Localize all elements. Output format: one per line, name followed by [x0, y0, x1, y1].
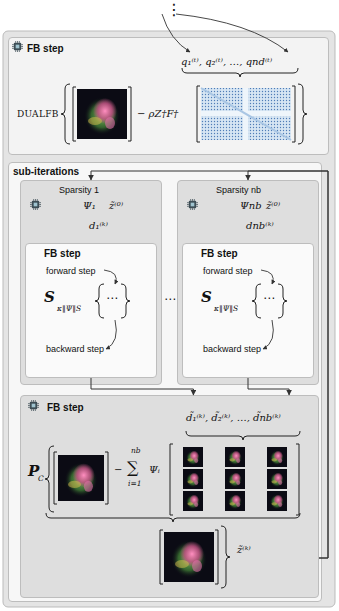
node-text: q₁⁽ᵗ⁾, q₂⁽ᵗ⁾, …, qnd⁽ᵗ⁾ [181, 56, 272, 67]
flow-connector [248, 171, 328, 558]
node-text: FB step [27, 43, 64, 54]
processor-icon [12, 41, 198, 411]
node-text: Sparsity nb [216, 185, 261, 195]
sparsity-box: Sparsity 1 Ψ₁ z̃⁽⁰⁾d₁⁽ᵏ⁾ FB step forward ste… [20, 180, 162, 385]
node-text: Ψnb [240, 200, 262, 211]
brackets [45, 68, 307, 588]
fb-step-box: FB step forward stepSκ‖Ψ‖S ⋯ backward step [182, 243, 314, 378]
sparsity-box: Sparsity nb Ψnb z̃⁽⁰⁾ dnb⁽ᵏ⁾ FB step forward … [177, 180, 319, 385]
node-text: ∑ [127, 458, 138, 477]
node-text: forward step [203, 266, 253, 276]
node-text: P [28, 462, 39, 480]
flow-connector [91, 378, 193, 395]
node-text: Ψ₁ [83, 200, 96, 211]
node-text: i=1 [128, 479, 141, 488]
node-text: S [201, 288, 212, 306]
measurement-matrix [201, 88, 291, 140]
node-text: Ψᵢ [149, 464, 160, 475]
wavelet-images [183, 447, 287, 511]
node-text: z̃⁽⁰⁾ [266, 200, 280, 211]
flow-connector [248, 378, 289, 395]
flow-arrows [104, 14, 288, 349]
node-text: ⋯ [106, 291, 118, 305]
node-text: backward step [203, 344, 261, 354]
node-text: z̃⁽ᵏ⁾ [237, 544, 251, 555]
fb-step-box: FB step forward stepSκ‖Ψ‖S ⋯ backward step [25, 243, 157, 378]
node-text: sub-iterations [13, 166, 79, 177]
ellipsis-mark: ⋯ [164, 292, 176, 306]
node-text: S [44, 288, 55, 306]
node-text: forward step [46, 266, 96, 276]
node-text: FB step [44, 248, 81, 259]
node-text: nb [131, 446, 141, 455]
node-text: dnb⁽ᵏ⁾ [246, 220, 274, 231]
sub-iterations-panel: sub-iterationsSparsity 1Ψ₁z̃⁽⁰⁾d₁⁽ᵏ⁾FB s… [8, 162, 322, 602]
node-text: C [38, 474, 44, 483]
node-text: DUALFB [17, 109, 59, 119]
node-text: FB step [201, 248, 238, 259]
node-text: − [114, 464, 122, 475]
ellipsis-mark: ⋮ [166, 0, 182, 19]
flow-connector [91, 171, 328, 558]
node-text: Sparsity 1 [59, 185, 99, 195]
fb-step-box: FB step d̃₁⁽ᵏ⁾, d̃₂⁽ᵏ⁾, …, d̃nb⁽ᵏ⁾ PC −∑ nb i… [20, 395, 319, 598]
fb-step-box: FB step q₁⁽ᵗ⁾, q₂⁽ᵗ⁾, …, qnd⁽ᵗ⁾ DUALFB − ρZ… [8, 37, 329, 155]
node-text: backward step [46, 344, 104, 354]
image-thumbnail [58, 89, 214, 582]
node-text: κ‖Ψ‖S [214, 304, 238, 313]
node-text: d̃₁⁽ᵏ⁾, d̃₂⁽ᵏ⁾, …, d̃nb⁽ᵏ⁾ [186, 412, 281, 423]
node-text: ⋯ [263, 291, 275, 305]
node-text: z̃⁽⁰⁾ [109, 200, 123, 211]
outer-panel [3, 31, 335, 607]
node-text: κ‖Ψ‖S [57, 304, 81, 313]
node-text: FB step [47, 402, 84, 413]
node-text: − ρZ†F† [137, 108, 178, 119]
node-text: d₁⁽ᵏ⁾ [89, 220, 108, 231]
